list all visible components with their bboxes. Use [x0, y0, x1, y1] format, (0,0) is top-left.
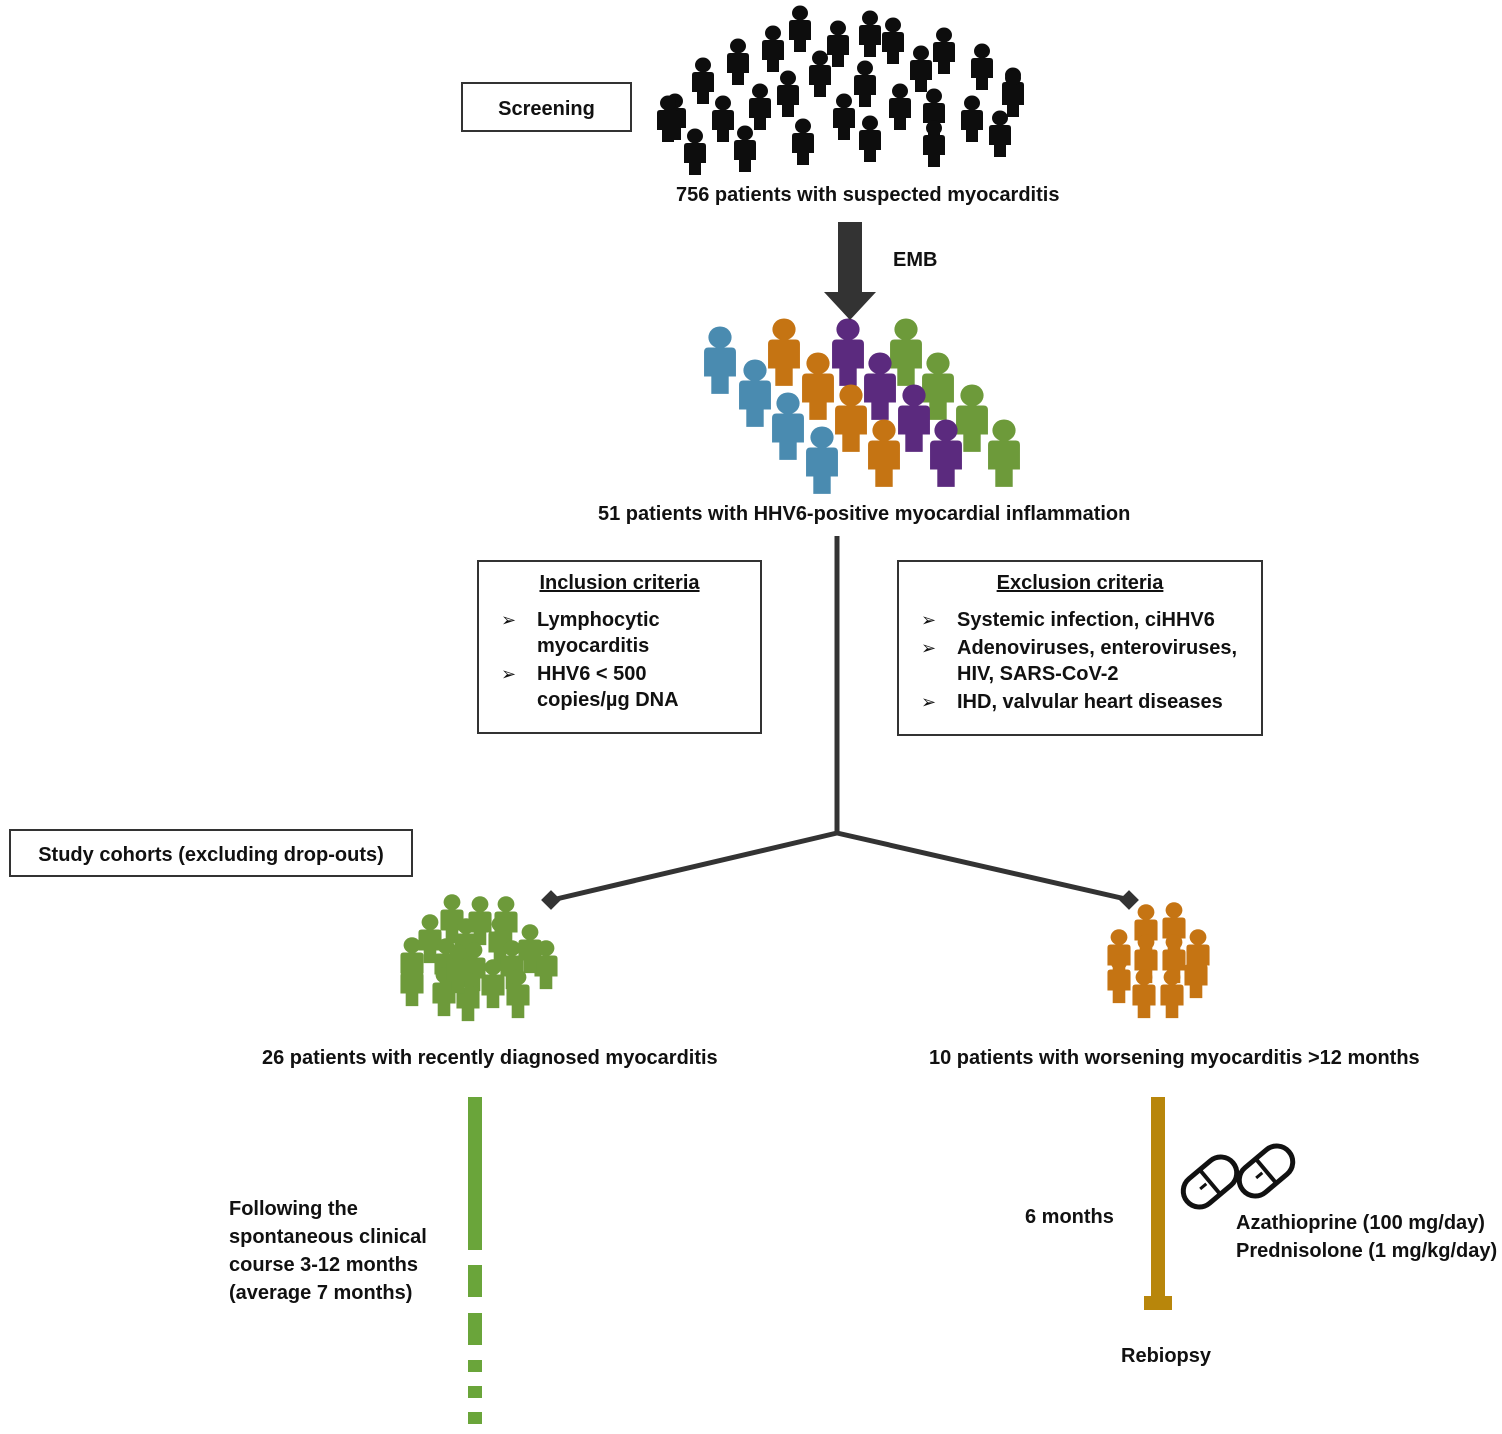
- person-icon: [1160, 969, 1184, 1019]
- exclusion-criteria-box: Exclusion criteria ➢Systemic infection, …: [897, 560, 1263, 736]
- person-icon: [1002, 70, 1024, 117]
- person-icon: [868, 419, 900, 487]
- person-icon: [859, 115, 881, 162]
- list-item: ➢ IHD, valvular heart diseases: [921, 691, 1223, 713]
- person-icon: [772, 392, 804, 460]
- person-icon: [789, 5, 811, 52]
- list-item: ➢Systemic infection, ciHHV6: [921, 609, 1215, 631]
- inclusion-title: Inclusion criteria: [539, 572, 700, 594]
- person-icon: [833, 93, 855, 140]
- followup-dashed-line: [468, 1097, 482, 1424]
- person-icon: [704, 326, 736, 394]
- inclusion-list: ➢Lymphocytic myocarditis ➢HHV6 < 500 cop…: [479, 607, 760, 713]
- person-icon: [768, 318, 800, 386]
- six-months-label: 6 months: [1025, 1206, 1114, 1228]
- person-icon: [762, 25, 784, 72]
- cohorts-box: Study cohorts (excluding drop-outs): [9, 829, 413, 877]
- person-icon: [910, 45, 932, 92]
- list-item: ➢Adenoviruses, enteroviruses, HIV, SARS-…: [921, 637, 1238, 685]
- worsening-cohort-crowd: [1107, 902, 1210, 1019]
- person-icon: [727, 38, 749, 85]
- person-icon: [889, 83, 911, 130]
- arrow-bullet-icon: ➢: [921, 692, 937, 712]
- list-item: ➢HHV6 < 500 copies/µg DNA: [501, 663, 679, 711]
- screened-crowd: [657, 5, 1024, 175]
- branch-left-diamond: [541, 890, 561, 910]
- person-icon: [809, 50, 831, 97]
- person-icon: [712, 95, 734, 142]
- person-icon: [1107, 954, 1131, 1004]
- cohorts-label: Study cohorts (excluding drop-outs): [38, 844, 384, 866]
- hhv6-crowd: [704, 318, 1020, 494]
- screening-label: Screening: [498, 98, 595, 120]
- person-icon: [859, 10, 881, 57]
- screened-caption: 756 patients with suspected myocarditis: [676, 184, 1060, 206]
- treatment-label: Azathioprine (100 mg/day) Prednisolone (…: [1236, 1212, 1498, 1262]
- person-icon: [923, 120, 945, 167]
- pill-icon: [1236, 1143, 1296, 1199]
- person-icon: [827, 20, 849, 67]
- person-icon: [739, 359, 771, 427]
- person-icon: [835, 384, 867, 452]
- exclusion-title: Exclusion criteria: [996, 572, 1164, 594]
- person-icon: [684, 128, 706, 175]
- person-icon: [446, 944, 470, 994]
- person-icon: [989, 110, 1011, 157]
- person-icon: [749, 83, 771, 130]
- person-icon: [400, 957, 424, 1007]
- person-icon: [898, 384, 930, 452]
- person-icon: [854, 60, 876, 107]
- arrow-bullet-icon: ➢: [921, 610, 937, 630]
- person-icon: [956, 384, 988, 452]
- emb-arrow: [824, 222, 876, 320]
- rebiopsy-label: Rebiopsy: [1121, 1345, 1212, 1367]
- arrow-bullet-icon: ➢: [501, 610, 517, 630]
- arrow-bullet-icon: ➢: [921, 638, 937, 658]
- person-icon: [777, 70, 799, 117]
- recent-cohort-crowd: [400, 894, 558, 1022]
- person-icon: [922, 352, 954, 420]
- exclusion-list: ➢Systemic infection, ciHHV6 ➢Adenoviruse…: [899, 607, 1261, 715]
- person-icon: [734, 125, 756, 172]
- person-icon: [1184, 949, 1208, 999]
- arrow-bullet-icon: ➢: [501, 664, 517, 684]
- person-icon: [792, 118, 814, 165]
- person-icon: [882, 17, 904, 64]
- person-icon: [506, 969, 530, 1019]
- person-icon: [832, 318, 864, 386]
- right-cohort-caption: 10 patients with worsening myocarditis >…: [929, 1047, 1420, 1069]
- person-icon: [961, 95, 983, 142]
- person-icon: [988, 419, 1020, 487]
- pill-icon: [1180, 1154, 1240, 1210]
- emb-label: EMB: [893, 249, 938, 271]
- branch-left-line: [551, 830, 838, 903]
- screening-box: Screening: [461, 82, 632, 132]
- left-cohort-caption: 26 patients with recently diagnosed myoc…: [262, 1047, 718, 1069]
- inclusion-criteria-box: Inclusion criteria ➢Lymphocytic myocardi…: [477, 560, 762, 734]
- person-icon: [481, 959, 505, 1009]
- list-item: ➢Lymphocytic myocarditis: [501, 609, 660, 657]
- person-icon: [806, 426, 838, 494]
- person-icon: [518, 924, 542, 974]
- followup-text: Following the spontaneous clinical cours…: [229, 1198, 427, 1304]
- person-icon: [534, 940, 558, 990]
- person-icon: [971, 43, 993, 90]
- person-icon: [890, 318, 922, 386]
- person-icon: [933, 27, 955, 74]
- person-icon: [930, 419, 962, 487]
- person-icon: [657, 95, 679, 142]
- person-icon: [864, 352, 896, 420]
- person-icon: [692, 57, 714, 104]
- branch-right-line: [836, 830, 1131, 903]
- treatment-line: [1144, 1097, 1172, 1310]
- person-icon: [1132, 969, 1156, 1019]
- person-icon: [802, 352, 834, 420]
- hhv6-caption: 51 patients with HHV6-positive myocardia…: [598, 503, 1131, 525]
- branch-right-diamond: [1119, 890, 1139, 910]
